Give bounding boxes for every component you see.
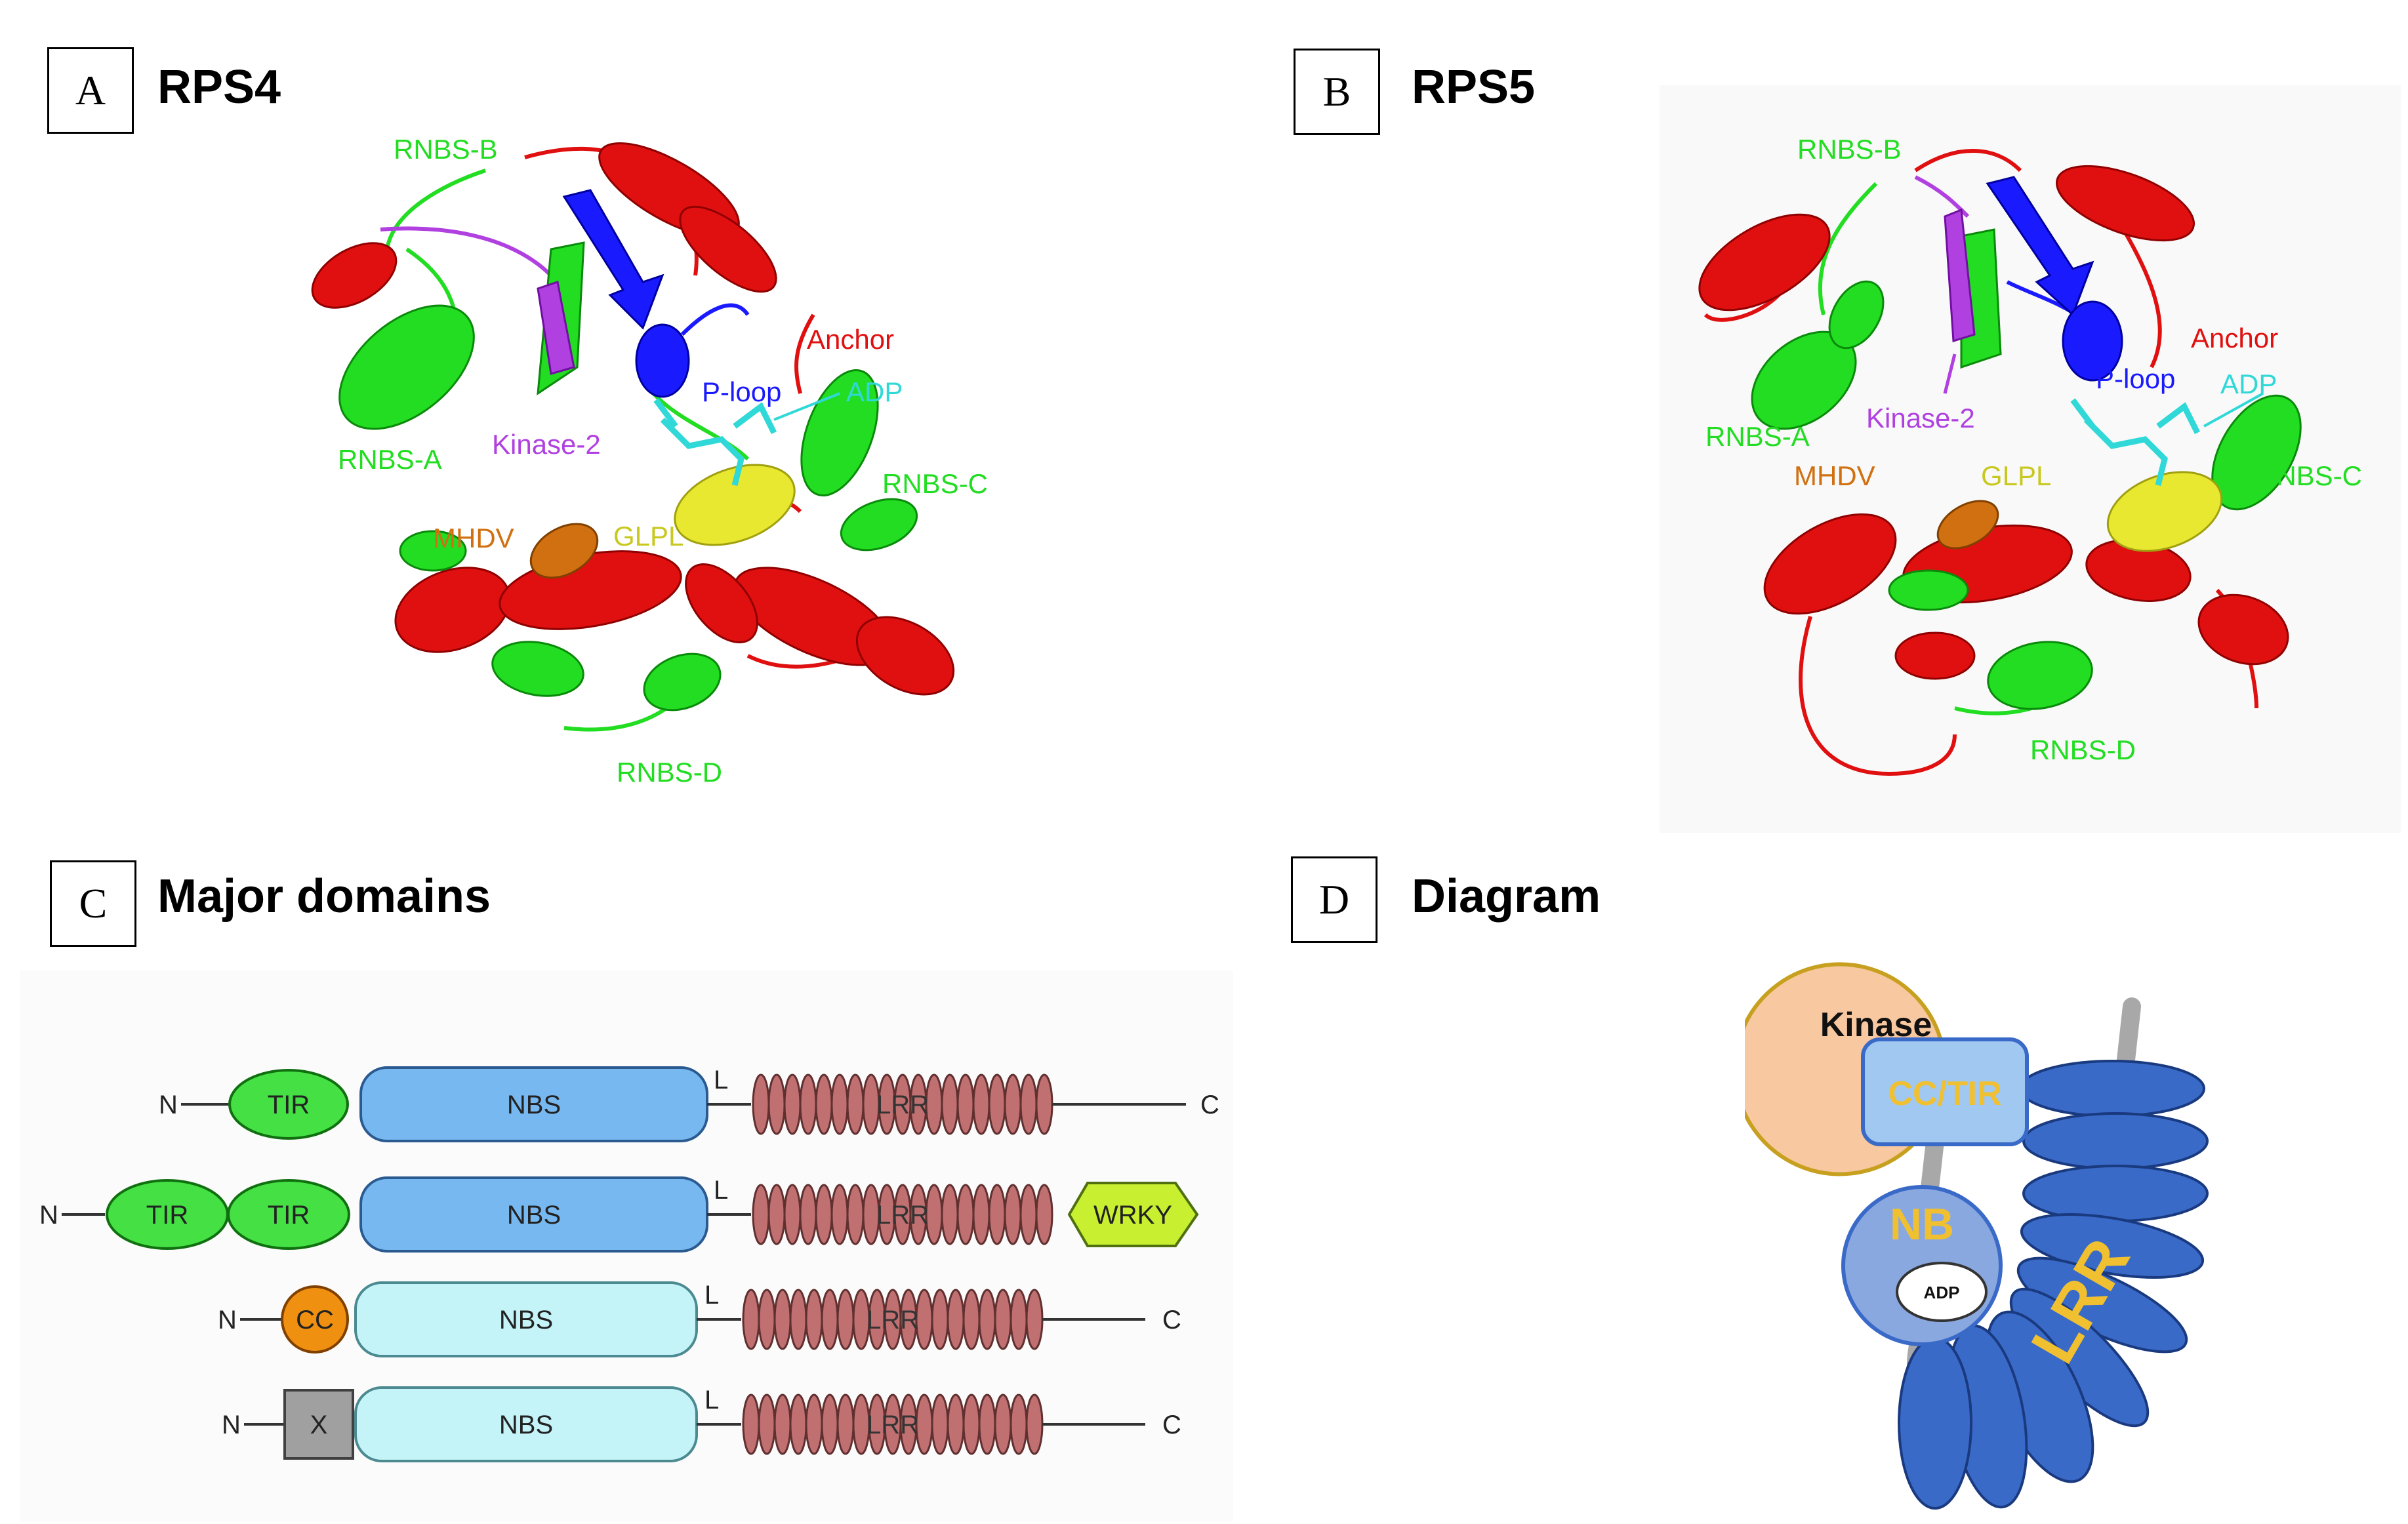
rps5-label-rnbs-a: RNBS-A — [1705, 421, 1810, 452]
rps5-label-anchor: Anchor — [2191, 323, 2278, 353]
rps4-label-anchor: Anchor — [807, 324, 894, 355]
panel-b-title: RPS5 — [1412, 61, 1536, 113]
lrr-domain — [1898, 1060, 2209, 1510]
rps5-label-glpl: GLPL — [1981, 460, 2051, 491]
panel-d-title: Diagram — [1412, 870, 1601, 923]
row4-n-terminus: N — [222, 1411, 241, 1439]
nlr-cartoon: Kinase LRR CC/TIR NB ADP — [1745, 962, 2209, 1510]
rps5-adp-ligand — [2070, 398, 2201, 487]
rps4-label-rnbs-b: RNBS-B — [394, 134, 498, 165]
rps4-label-mhdv: MHDV — [433, 523, 514, 553]
row1-c-terminus: C — [1200, 1091, 1219, 1119]
row4-lrr-label: LRR — [867, 1411, 919, 1439]
rps4-adp-ligand — [653, 398, 777, 487]
rps5-structure: RNBS-B Anchor P-loop ADP RNBS-A Kinase-2… — [1698, 134, 2362, 776]
row2-nbs-label: NBS — [507, 1201, 561, 1230]
domain-row-4: N X NBS L LRR C — [222, 1386, 1181, 1462]
row2-wrky-label: WRKY — [1093, 1201, 1172, 1230]
rps5-label-kinase2: Kinase-2 — [1866, 403, 1975, 433]
domains-diagram: N TIR NBS L LRR C N TIR TIR NBS L LRR WR… — [39, 1066, 1219, 1462]
panel-c-letter: C — [50, 860, 136, 947]
row1-linker: L — [714, 1066, 728, 1094]
rps5-helices-red — [1698, 165, 2289, 680]
rps5-beta-sheet — [1986, 176, 2123, 382]
row1-lrr-label: LRR — [876, 1091, 929, 1119]
rps4-label-rnbs-c: RNBS-C — [882, 468, 988, 499]
rps5-kinase-strand — [1944, 208, 1976, 342]
panel-d-letter: D — [1291, 856, 1377, 943]
rps5-kinase-arrow — [1943, 353, 1957, 394]
rps5-glpl-helix — [2106, 471, 2223, 552]
row2-tir-label-2: TIR — [268, 1201, 310, 1230]
row1-nbs-label: NBS — [507, 1091, 561, 1119]
rps4-label-kinase2: Kinase-2 — [492, 429, 601, 460]
domain-row-2: N TIR TIR NBS L LRR WRKY — [39, 1176, 1199, 1253]
row3-cc-domain — [281, 1285, 349, 1354]
adp-label: ADP — [1924, 1283, 1960, 1302]
row2-tir-domain-2 — [227, 1179, 350, 1250]
rps4-label-rnbs-a: RNBS-A — [338, 444, 442, 475]
rps4-kinase-strand — [537, 281, 575, 375]
rps4-mhdv-strand — [529, 523, 599, 579]
domain-row-3: N CC NBS L LRR C — [218, 1281, 1181, 1357]
rps5-label-adp: ADP — [2220, 369, 2277, 399]
row1-tir-label: TIR — [268, 1091, 310, 1119]
row2-n-terminus: N — [39, 1201, 58, 1230]
adp-ligand — [1896, 1262, 1988, 1322]
row3-cc-label: CC — [296, 1306, 334, 1334]
row4-c-terminus: C — [1162, 1411, 1181, 1439]
cc-tir-domain — [1861, 1037, 2029, 1146]
row2-linker: L — [714, 1176, 728, 1205]
rps4-helices-red — [311, 142, 955, 696]
row4-x-domain — [283, 1389, 354, 1460]
panel-c-title: Major domains — [157, 870, 491, 923]
rps4-label-glpl: GLPL — [613, 521, 684, 551]
domain-row-1: N TIR NBS L LRR C — [159, 1066, 1219, 1142]
rps4-glpl-helix — [674, 464, 796, 546]
panel-b-letter: B — [1294, 49, 1380, 135]
rps4-beta-sheet — [562, 189, 690, 398]
row2-wrky-domain — [1067, 1182, 1199, 1247]
rps4-adp-leader — [773, 392, 840, 421]
row4-nbs-label: NBS — [499, 1411, 553, 1439]
row1-n-terminus: N — [159, 1091, 178, 1119]
row3-nbs-label: NBS — [499, 1306, 553, 1334]
panel-a-letter: A — [47, 47, 134, 134]
rps5-label-p-loop: P-loop — [2096, 363, 2175, 394]
row3-c-terminus: C — [1162, 1306, 1181, 1334]
nb-label: NB — [1890, 1199, 1954, 1249]
rps4-structure: RNBS-B Anchor P-loop ADP RNBS-A Kinase-2… — [311, 134, 988, 788]
panel-a-title: RPS4 — [157, 61, 281, 113]
rps5-label-rnbs-c: RNBS-C — [2256, 460, 2362, 491]
row4-x-label: X — [310, 1411, 328, 1439]
rps5-label-rnbs-d: RNBS-D — [2030, 734, 2136, 765]
row2-lrr-label: LRR — [876, 1201, 929, 1230]
rps5-label-mhdv: MHDV — [1794, 460, 1875, 491]
row4-linker: L — [704, 1386, 719, 1414]
row3-lrr-label: LRR — [867, 1306, 919, 1334]
rps4-label-rnbs-d: RNBS-D — [617, 757, 722, 788]
row3-linker: L — [704, 1281, 719, 1310]
rps4-label-adp: ADP — [846, 376, 903, 407]
row1-tir-domain — [228, 1069, 349, 1140]
rps5-mhdv-strand — [1936, 500, 1999, 550]
row3-n-terminus: N — [218, 1306, 237, 1334]
row2-tir-label-1: TIR — [146, 1201, 188, 1230]
rps5-label-rnbs-b: RNBS-B — [1797, 134, 1902, 165]
cc-tir-label: CC/TIR — [1888, 1075, 2001, 1113]
rps5-adp-leader — [2203, 392, 2264, 428]
rps4-label-p-loop: P-loop — [702, 376, 781, 407]
